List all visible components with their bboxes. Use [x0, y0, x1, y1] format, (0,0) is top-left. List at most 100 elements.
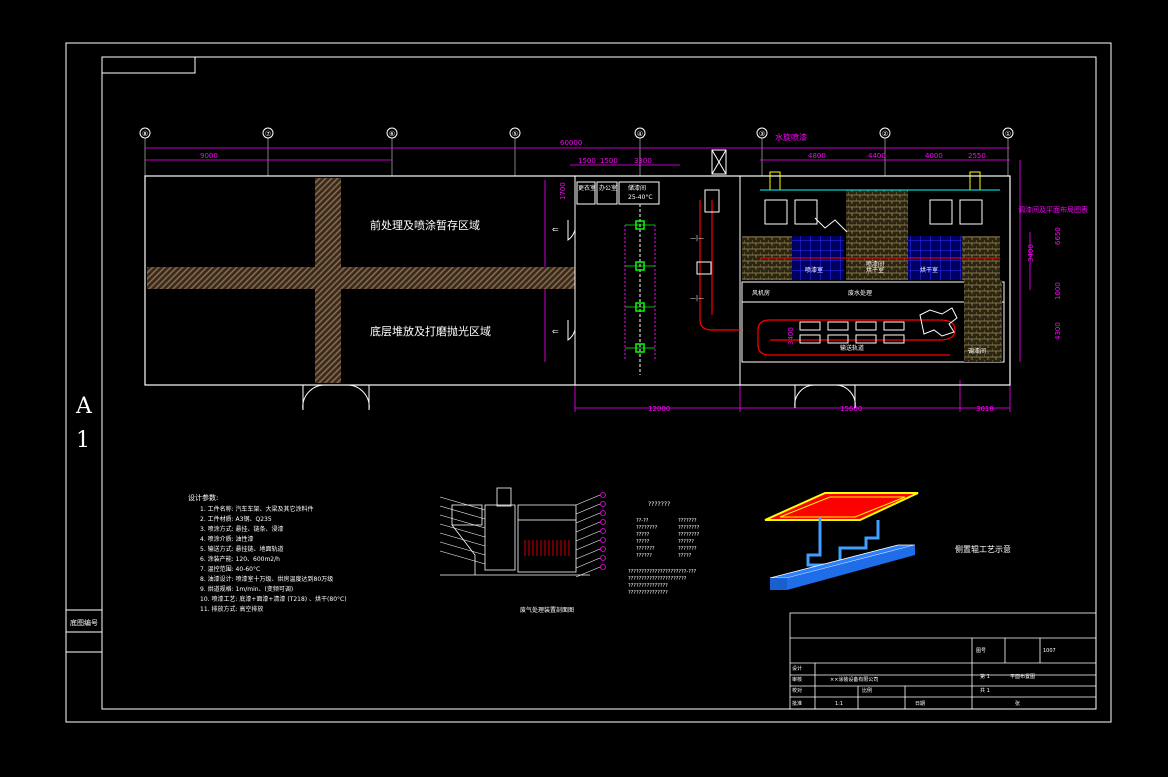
- row-label-3: 校对: [792, 687, 802, 694]
- dim-right-v1: 6650: [1054, 227, 1062, 245]
- legend-cell: ???????: [636, 546, 655, 552]
- dim-inner-v: 3400: [787, 327, 795, 345]
- outer-frame: [65, 42, 1112, 723]
- office3-label: 储漆间: [628, 184, 646, 192]
- dim-bottom-a: 12000: [648, 405, 670, 413]
- right-label-1: 水旋喷漆: [775, 132, 807, 142]
- design-note-item: 6. 涂装产能: 120、600m2/h: [200, 555, 280, 563]
- dim-right-a: 4800: [808, 152, 826, 160]
- office-block: [576, 149, 727, 205]
- left-strip: 底图编号: [66, 609, 102, 653]
- corridor1-label: 风机房: [752, 289, 770, 297]
- conveyor-cart: [799, 334, 821, 344]
- design-note-item: 4. 喷涂介质: 油性漆: [200, 535, 254, 543]
- office1-label: 更衣室: [578, 184, 596, 192]
- legend-cell: ??????: [636, 553, 652, 559]
- booth-mid2-label: 喷漆间: [866, 260, 884, 268]
- project-no: 1007: [1043, 648, 1056, 654]
- legend-cell: ???????: [678, 518, 697, 524]
- legend-title: ???????: [648, 501, 670, 508]
- legend-block: ??????? ??-?????????????????????????????…: [628, 501, 700, 596]
- design-note-item: 9. 烘道规格: 1m/min、(变频可调): [200, 585, 293, 593]
- legend-cell: ??????: [678, 539, 694, 545]
- booth-left-label: 喷漆室: [805, 266, 823, 274]
- svg-text:⇐: ⇐: [552, 225, 559, 234]
- right-booths: [741, 171, 1005, 363]
- axis-label: ⑧: [142, 130, 148, 138]
- dim-right-v4: 4300: [1054, 322, 1062, 340]
- building-outline: [144, 175, 1011, 386]
- aisle-horizontal: [147, 267, 575, 289]
- sheet-size-number: 1: [76, 428, 90, 453]
- office2-label: 办公室: [599, 184, 617, 192]
- row-label-2: 审核: [792, 676, 802, 683]
- legend-cell: ???????: [678, 546, 697, 552]
- legend-cell: ?????: [636, 539, 650, 545]
- corner-room-label: 调漆间: [968, 347, 986, 355]
- corridor2-label: 废水处理: [848, 289, 872, 297]
- dim-office-b: 1500: [600, 157, 618, 165]
- design-note-item: 1. 工件名称: 汽车车架、大梁及其它涂料件: [200, 505, 314, 513]
- design-note-item: 10. 喷漆工艺: 底漆+面漆+清漆 (T218) 、烘干(80°C): [200, 595, 347, 603]
- sheet-label: 张: [1015, 700, 1020, 707]
- conveyor-cart: [827, 321, 849, 331]
- dim-overall: 60000: [560, 139, 582, 147]
- legend-cell: ????????: [678, 532, 700, 538]
- date-label: 日期: [915, 701, 925, 707]
- design-note-item: 7. 温控范围: 40-60°C: [200, 565, 260, 573]
- dim-right-b: 4400: [868, 152, 886, 160]
- svg-text:—|—: —|—: [690, 235, 704, 242]
- office3-note: 25-40°C: [628, 194, 653, 201]
- design-note-item: 11. 排放方式: 高空排放: [200, 605, 263, 613]
- design-note-item: 3. 喷涂方式: 悬挂、链条、浸漆: [200, 525, 284, 533]
- booth-mid-label: 烘干室: [866, 266, 884, 274]
- sheet-value: 第 1: [980, 673, 990, 680]
- notes-title: 设计参数:: [188, 493, 218, 502]
- conveyor-cart: [883, 321, 905, 331]
- legend-footer-4: ???????????????: [628, 590, 668, 596]
- axis-label: ④: [637, 130, 643, 138]
- inner-frame: [101, 56, 1097, 710]
- east-door: [794, 384, 856, 409]
- legend-footer-2: ??????????????????????: [628, 576, 687, 582]
- design-note-item: 8. 油漆设计: 喷漆室十万级、烘房温度达到80万级: [200, 575, 333, 583]
- company-name: ××涂装设备有限公司: [830, 676, 878, 683]
- legend-cell: ????????: [678, 525, 700, 531]
- sheet-size-letter: A: [76, 394, 92, 419]
- scale-label: 比例: [862, 687, 872, 694]
- axis-label: ②: [882, 130, 888, 138]
- axis-label: ①: [1005, 130, 1011, 138]
- design-note-item: 5. 输送方式: 悬挂链、地面轨道: [200, 545, 284, 553]
- dim-right-v3: 1000: [1054, 282, 1062, 300]
- legend-cell: ?????: [636, 532, 650, 538]
- corner-stamp-box: [101, 56, 196, 74]
- dim-right-c: 4000: [925, 152, 943, 160]
- dim-office-c: 3300: [634, 157, 652, 165]
- svg-text:⇐: ⇐: [552, 327, 559, 336]
- svg-text:—|—: —|—: [690, 295, 704, 302]
- legend-footer-3: ???????????????: [628, 583, 668, 589]
- building-plan: ⇐ ⇐: [144, 175, 1011, 411]
- axis-label: ⑥: [389, 130, 395, 138]
- dim-left-bay: 9000: [200, 152, 218, 160]
- conveyor-cart: [855, 321, 877, 331]
- drawing-no-label: 图号: [976, 648, 986, 654]
- row-label-1: 设计: [792, 665, 802, 672]
- dim-right-d: 2550: [968, 152, 986, 160]
- lower-zone-label: 底层堆放及打磨抛光区域: [370, 324, 491, 338]
- axis-label: ⑤: [512, 130, 518, 138]
- conveyor-cart: [827, 334, 849, 344]
- scale-value: 1:1: [835, 701, 843, 707]
- legend-cell: ?????: [678, 553, 692, 559]
- dim-right-v2: 3400: [1027, 244, 1035, 262]
- conveyor-cart: [799, 321, 821, 331]
- legend-footer-1: ??????????????????????-???: [628, 569, 696, 575]
- dim-left-small: 1700: [559, 182, 567, 200]
- main-door: [302, 384, 370, 411]
- right-label-2: 调漆间及平面布局图表: [1018, 205, 1088, 214]
- booth-right-label: 烘干室: [920, 266, 938, 274]
- row-label-4: 批准: [792, 700, 802, 707]
